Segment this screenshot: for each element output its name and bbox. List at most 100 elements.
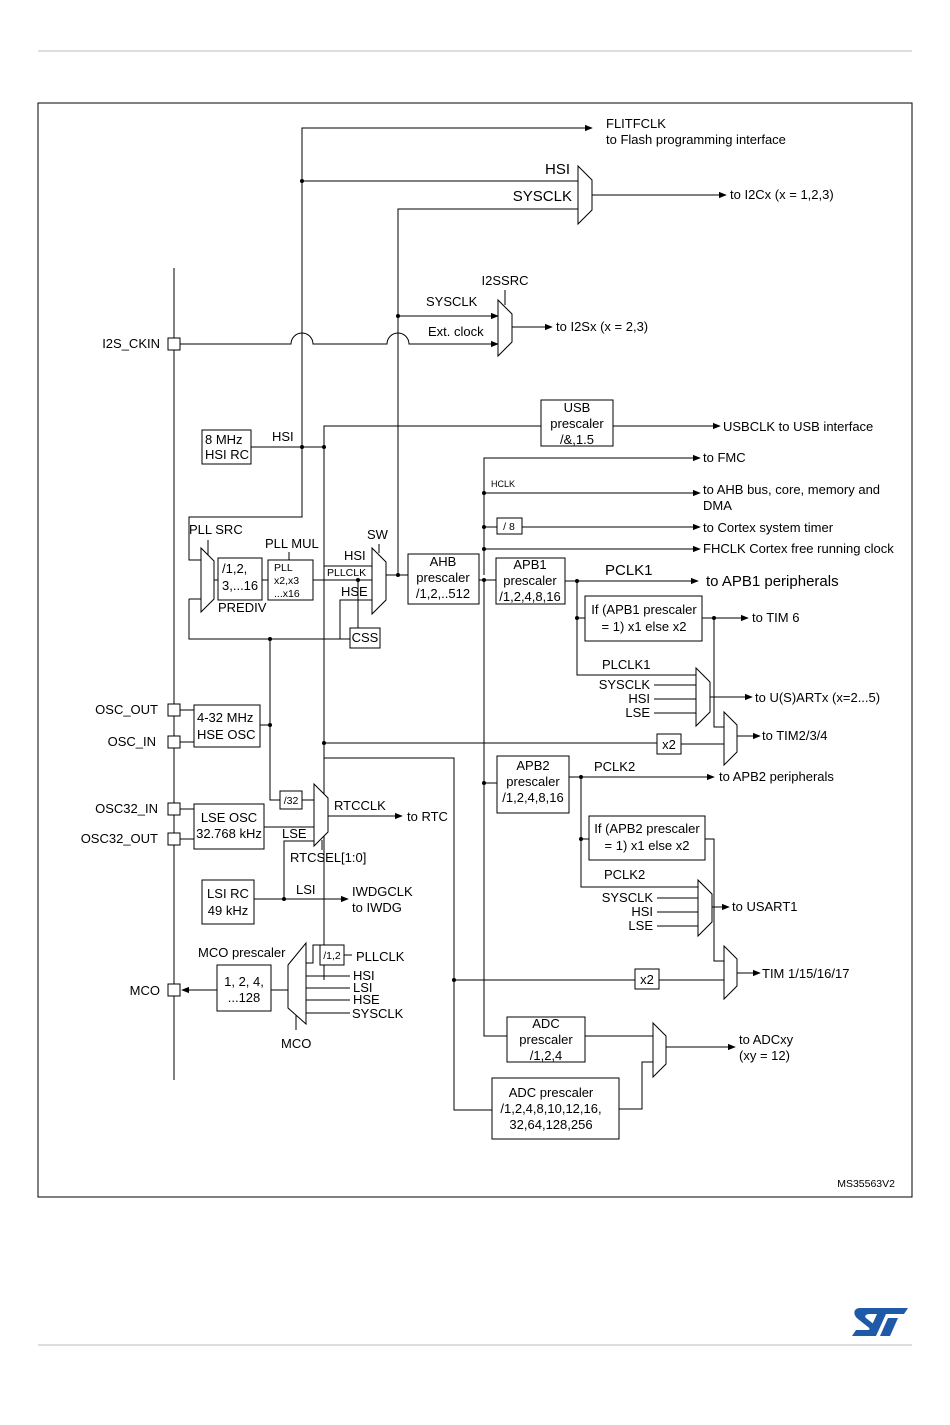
ahb-text-2: prescaler — [416, 570, 470, 585]
tim234-mux — [723, 710, 738, 767]
adc2-text-1: ADC prescaler — [509, 1085, 594, 1100]
pin-mco-label: MCO — [130, 983, 160, 998]
to-tim1-label: TIM 1/15/16/17 — [762, 966, 849, 981]
adc1-text-2: prescaler — [519, 1032, 573, 1047]
css-block — [349, 627, 381, 649]
to-iwdg-label: to IWDG — [352, 900, 402, 915]
x2b-text: x2 — [640, 972, 654, 987]
hsi-rc-block — [201, 429, 252, 465]
pclk1-label: PCLK1 — [605, 562, 653, 579]
adc2-text-3: 32,64,128,256 — [509, 1117, 592, 1132]
flitfclk-label: FLITFCLK — [606, 116, 666, 131]
sysclk-u1-label: SYSCLK — [602, 890, 654, 905]
sysclk-top-label: SYSCLK — [513, 188, 572, 205]
usart1-mux — [697, 878, 713, 938]
apb2-section: APB2 prescaler /1,2,4,8,16 PCLK2 to APB2… — [452, 755, 849, 1001]
hsi-usb-section: 8 MHz HSI RC HSI USB prescaler /&,1.5 US… — [201, 399, 873, 980]
mco-sel-label: MCO — [281, 1036, 311, 1051]
pclk2b-label: PCLK2 — [604, 867, 645, 882]
to-i2c-label: to I2Cx (x = 1,2,3) — [730, 187, 834, 202]
to-i2s-label: to I2Sx (x = 2,3) — [556, 319, 648, 334]
to-usart-label: to U(S)ARTx (x=2...5) — [755, 690, 880, 705]
lse-osc-block — [193, 803, 265, 850]
to-fmc-label: to FMC — [703, 450, 746, 465]
ahb-text-1: AHB — [430, 554, 457, 569]
rtcclk-label: RTCCLK — [334, 798, 386, 813]
apb1-cond-text-1: If (APB1 prescaler — [591, 602, 697, 617]
plclk1-label: PLCLK1 — [602, 657, 650, 672]
apb2-cond-text-1: If (APB2 prescaler — [594, 821, 700, 836]
lsi-rc-text-1: LSI RC — [207, 886, 249, 901]
pin-osc-out — [167, 703, 181, 717]
adc2-text-2: /1,2,4,8,10,12,16, — [500, 1101, 601, 1116]
pin-osc32-in-label: OSC32_IN — [95, 801, 158, 816]
sysclk-i2s-label: SYSCLK — [426, 294, 478, 309]
hsi-rc-text-2: HSI RC — [205, 447, 249, 462]
pll-section: PLL SRC /1,2, 3,...16 PREDIV PLL MUL PLL… — [188, 490, 408, 649]
usb-text-1: USB — [564, 400, 591, 415]
mco-presc-text-2: ...128 — [228, 990, 261, 1005]
x2a-text: x2 — [662, 737, 676, 752]
pin-osc32-in — [167, 802, 181, 816]
lsi-mco-label: LSI — [353, 980, 373, 995]
sysclk-mco-label: SYSCLK — [352, 1006, 404, 1021]
sysclk-u-label: SYSCLK — [599, 677, 651, 692]
ahb-apb1-section: AHB prescaler /1,2,..512 APB1 prescaler … — [324, 553, 880, 1037]
apb2-text-2: prescaler — [506, 774, 560, 789]
x2b-block — [634, 968, 660, 990]
to-apb2-label: to APB2 peripherals — [719, 769, 834, 784]
pin-i2s-ckin — [167, 337, 181, 351]
adc1-prescaler-block — [506, 1016, 586, 1063]
pll-src-mux — [200, 546, 215, 614]
usart-mux — [695, 666, 711, 728]
mco-prescaler-block — [216, 964, 272, 1012]
hsi-sw-label: HSI — [344, 548, 366, 563]
sw-label: SW — [367, 527, 389, 542]
ahb-text-3: /1,2,..512 — [416, 586, 470, 601]
to-ahb-label-2: DMA — [703, 498, 732, 513]
to-usart1-label: to USART1 — [732, 899, 798, 914]
hclk-section: to FMC HCLK to AHB bus, core, memory and… — [482, 450, 894, 575]
i2ssrc-label: I2SSRC — [482, 273, 529, 288]
figure-frame — [37, 102, 913, 1198]
lse-u-label: LSE — [625, 705, 650, 720]
div32-text: /32 — [284, 795, 299, 807]
to-rtc-label: to RTC — [407, 809, 448, 824]
hsi-top-label: HSI — [545, 161, 570, 178]
usb-prescaler-block — [540, 399, 614, 447]
pins: I2S_CKIN OSC_OUT OSC_IN OSC32_IN OSC32_O… — [81, 336, 181, 998]
mco-prescaler-label: MCO prescaler — [198, 945, 286, 960]
apb2-text-3: /1,2,4,8,16 — [502, 790, 563, 805]
fhclk-label: FHCLK Cortex free running clock — [703, 541, 894, 556]
mco-presc-text-1: 1, 2, 4, — [224, 974, 264, 989]
pin-osc32-out — [167, 832, 181, 846]
pin-osc-in — [167, 735, 181, 749]
pll-mul-label: PLL MUL — [265, 536, 319, 551]
osc-section: 4-32 MHz HSE OSC /32 LSE OSC 32.768 kHz … — [180, 637, 448, 925]
hse-osc-text-2: HSE OSC — [197, 727, 256, 742]
lsi-rc-block — [201, 879, 255, 925]
apb1-text-2: prescaler — [503, 573, 557, 588]
usb-text-2: prescaler — [550, 416, 604, 431]
apb1-text-1: APB1 — [513, 557, 546, 572]
apb2-prescaler-block — [496, 755, 570, 814]
tim1-mux — [723, 944, 738, 1001]
mco-mux — [287, 941, 307, 1026]
lse-u1-label: LSE — [628, 918, 653, 933]
adc1-text-1: ADC — [532, 1016, 559, 1031]
apb2-cond-text-2: = 1) x1 else x2 — [605, 838, 690, 853]
pin-osc32-out-label: OSC32_OUT — [81, 831, 158, 846]
to-adc-label-1: to ADCxy — [739, 1032, 794, 1047]
lsi-rc-text-2: 49 kHz — [208, 903, 248, 918]
prediv-text-1: /1,2, — [222, 561, 247, 576]
pin-mco — [167, 983, 181, 997]
prediv-text-2: 3,...16 — [222, 578, 258, 593]
apb1-text-3: /1,2,4,8,16 — [499, 589, 560, 604]
to-tim234-label: to TIM2/3/4 — [762, 728, 828, 743]
sw-mux — [371, 546, 387, 616]
pin-osc-in-label: OSC_IN — [108, 734, 156, 749]
to-ahb-label-1: to AHB bus, core, memory and — [703, 482, 880, 497]
apb1-cond-text-2: = 1) x1 else x2 — [602, 619, 687, 634]
